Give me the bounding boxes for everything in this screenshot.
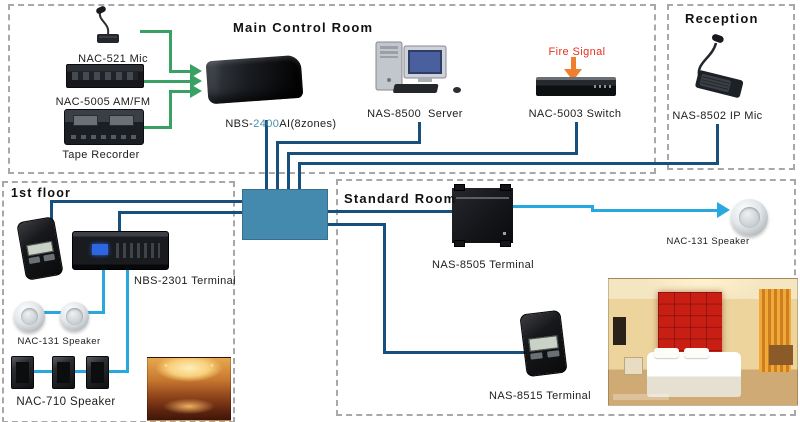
nas-8505-terminal-label: NAS-8505 Terminal [432, 259, 534, 271]
bed [646, 352, 741, 398]
nac-131-speaker-std-label: NAC-131 Speaker [666, 236, 750, 247]
first-floor-title: 1st floor [11, 186, 72, 200]
pillow [654, 348, 679, 359]
nac-5005-amfm-device [66, 64, 144, 88]
nas-8500-server-device [375, 41, 461, 93]
cable-nas8500-run [276, 141, 421, 144]
pillow [684, 348, 709, 359]
wall-fixture [612, 316, 626, 345]
f1-ceiling-drop [102, 266, 105, 314]
speaker-arrowhead-icon [717, 202, 730, 218]
nas-8502-ip-mic-device [695, 34, 744, 98]
nac-521-mic-device [96, 6, 119, 43]
nas-8505-terminal-device [452, 184, 513, 247]
speaker-line-jog [591, 205, 594, 212]
remote-lcd [528, 335, 559, 352]
cable-nbs2400-to-hub [265, 120, 268, 191]
cable-hub-to-remote-drop [50, 200, 53, 230]
cable-nac5003-drop [575, 122, 578, 155]
network-hub-box [242, 189, 328, 240]
terminal-groove [455, 196, 510, 199]
cable-hub-to-nas8505 [326, 210, 452, 213]
nbs-2400ai-label: NBS-2400AI(8zones) [204, 106, 344, 142]
tape-line-a [144, 126, 172, 129]
nac-5003-switch-label: NAC-5003 Switch [528, 108, 622, 120]
nas-8515-terminal-label: NAS-8515 Terminal [489, 390, 591, 402]
nbs-2400ai-device [205, 54, 304, 105]
mount-tab [454, 240, 465, 247]
remote-buttons [530, 350, 560, 360]
hotel-room-photo [608, 278, 798, 406]
photo-watermark [612, 393, 670, 400]
reception-region [667, 4, 795, 170]
nas-8502-ip-mic-label: NAS-8502 IP Mic [672, 110, 763, 122]
cassette-window [72, 114, 99, 126]
terminal-lcd [92, 243, 109, 255]
tape-line-b [169, 90, 172, 129]
standard-room-title: Standard Room [344, 191, 457, 206]
nac-710-speaker-label: NAC-710 Speaker [16, 396, 116, 408]
wall-speaker [52, 356, 75, 389]
cable-nas8500-drop [418, 122, 421, 144]
tape-buttons [71, 135, 137, 140]
nbs-2400ai-label-suffix: AI(8zones) [279, 118, 337, 130]
main-control-room-title: Main Control Room [233, 20, 374, 35]
cable-nas8502-run [298, 162, 719, 165]
nac-5003-switch-device [536, 77, 616, 96]
tape-line-c [169, 90, 192, 93]
mic-line-c [169, 70, 192, 73]
cable-nas8502-drop [716, 124, 719, 165]
terminal-led [502, 232, 506, 236]
cable-nas8500-to-hub [276, 141, 279, 191]
cable-hub-to-nbs2301-run [118, 211, 242, 214]
cable-hub-to-nas8515-run1 [326, 223, 386, 226]
wall-speaker [11, 356, 34, 389]
speaker-line-to-nac131 [591, 209, 719, 212]
f1-wall-drop [126, 266, 129, 373]
nas-8515-terminal-device [519, 309, 568, 378]
cable-nac5003-to-hub [287, 152, 290, 191]
nas-8500-server-label: NAS-8500 Server [367, 108, 463, 120]
tape-arrowhead-icon [190, 84, 202, 98]
wall-speaker [86, 356, 109, 389]
nbs-2400ai-label-prefix: NBS- [225, 118, 254, 130]
fire-signal-arrow-shaft [571, 57, 576, 71]
banquet-hall-photo [147, 357, 231, 421]
switch-leds [593, 84, 612, 89]
fire-signal-label: Fire Signal [548, 46, 606, 58]
nbs-2301-terminal-device [72, 231, 169, 270]
cable-nac5003-run [287, 152, 578, 155]
desk [768, 344, 794, 365]
cable-hub-to-nas8515-drop [383, 223, 386, 354]
mount-tab [454, 184, 465, 191]
amfm-front-panel [71, 72, 139, 81]
main-control-room-region [8, 4, 656, 174]
ceiling-speaker [60, 302, 89, 331]
nbs-2301-terminal-label: NBS-2301 Terminal [134, 275, 236, 287]
ceiling-speaker-standard [731, 199, 768, 236]
cable-hub-to-nas8515-run2 [383, 351, 528, 354]
mic-line-a [140, 30, 172, 33]
cable-nas8502-to-hub [298, 162, 301, 191]
mic-line-b [169, 30, 172, 73]
tape-recorder-device [64, 109, 144, 145]
mount-tab [500, 240, 511, 247]
terminal-buttons [115, 243, 161, 258]
nbs-2400ai-label-model: 2400 [253, 118, 280, 130]
reception-title: Reception [685, 11, 759, 26]
cable-hub-to-remote-run [50, 200, 242, 203]
ceiling-speaker [14, 301, 45, 332]
mount-tab [500, 184, 511, 191]
cable-hub-to-nbs2301-drop [118, 211, 121, 237]
tape-recorder-label: Tape Recorder [62, 149, 140, 161]
cassette-window [108, 114, 135, 126]
speaker-line-nas8505-out [512, 205, 594, 208]
amfm-line [142, 80, 192, 83]
nac-131-speaker-f1-label: NAC-131 Speaker [17, 336, 101, 347]
nac-5005-amfm-label: NAC-5005 AM/FM [55, 96, 151, 108]
nightstand [624, 357, 643, 376]
nac-521-mic-label: NAC-521 Mic [78, 53, 148, 65]
